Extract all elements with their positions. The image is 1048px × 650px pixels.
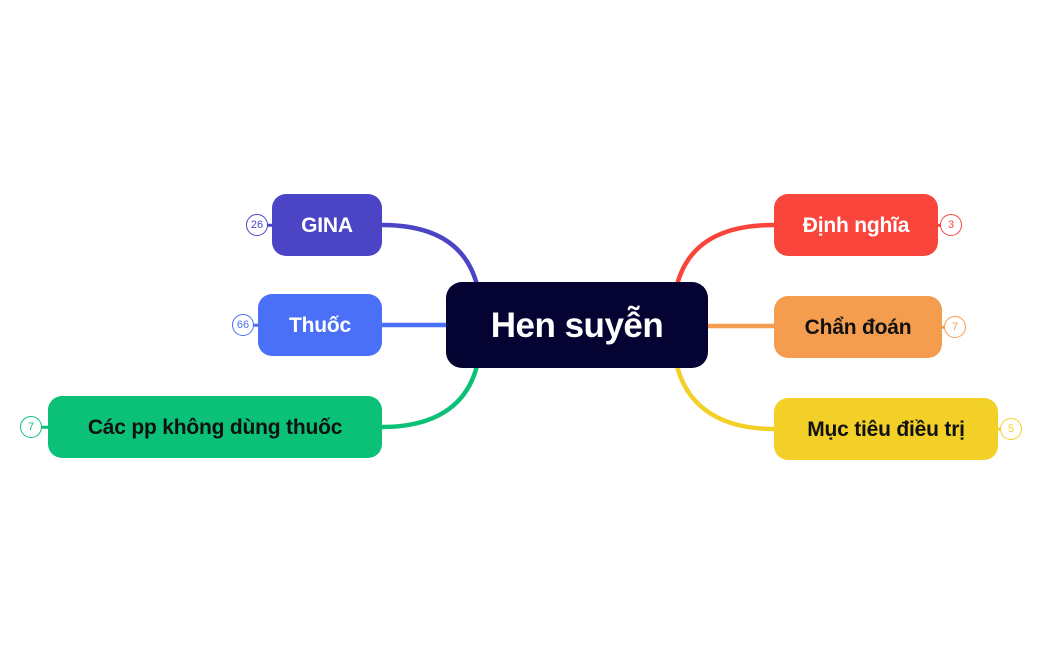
branch-label-thuoc: Thuốc [289, 313, 351, 337]
badge-count-khongthuoc-value: 7 [27, 420, 35, 433]
badge-count-muctieu-value: 5 [1007, 422, 1015, 435]
badge-count-dinhnghia-value: 3 [947, 218, 955, 231]
branch-node-thuoc[interactable]: Thuốc [258, 294, 382, 356]
badge-count-chandoan[interactable]: 7 [944, 316, 966, 338]
connector-dinhnghia [674, 222, 777, 288]
connector-khongthuoc [379, 363, 480, 430]
connector-muctieu [674, 363, 777, 432]
central-node[interactable]: Hen suyễn [446, 282, 708, 368]
branch-node-gina[interactable]: GINA [272, 194, 382, 256]
badge-count-khongthuoc[interactable]: 7 [20, 416, 42, 438]
branch-label-chandoan: Chẩn đoán [804, 315, 912, 339]
central-node-label: Hen suyễn [490, 305, 664, 345]
branch-node-khongthuoc[interactable]: Các pp không dùng thuốc [48, 396, 382, 458]
branch-label-gina: GINA [301, 213, 353, 237]
branch-label-muctieu: Mục tiêu điều trị [807, 417, 965, 441]
branch-node-muctieu[interactable]: Mục tiêu điều trị [774, 398, 998, 460]
connector-gina [379, 222, 480, 288]
badge-count-muctieu[interactable]: 5 [1000, 418, 1022, 440]
badge-count-dinhnghia[interactable]: 3 [940, 214, 962, 236]
badge-count-gina-value: 26 [250, 218, 264, 231]
branch-label-khongthuoc: Các pp không dùng thuốc [87, 415, 343, 439]
badge-count-gina[interactable]: 26 [246, 214, 268, 236]
branch-node-dinhnghia[interactable]: Định nghĩa [774, 194, 938, 256]
branch-node-chandoan[interactable]: Chẩn đoán [774, 296, 942, 358]
badge-count-thuoc-value: 66 [236, 318, 250, 331]
badge-count-chandoan-value: 7 [951, 320, 959, 333]
badge-count-thuoc[interactable]: 66 [232, 314, 254, 336]
branch-label-dinhnghia: Định nghĩa [802, 213, 910, 237]
